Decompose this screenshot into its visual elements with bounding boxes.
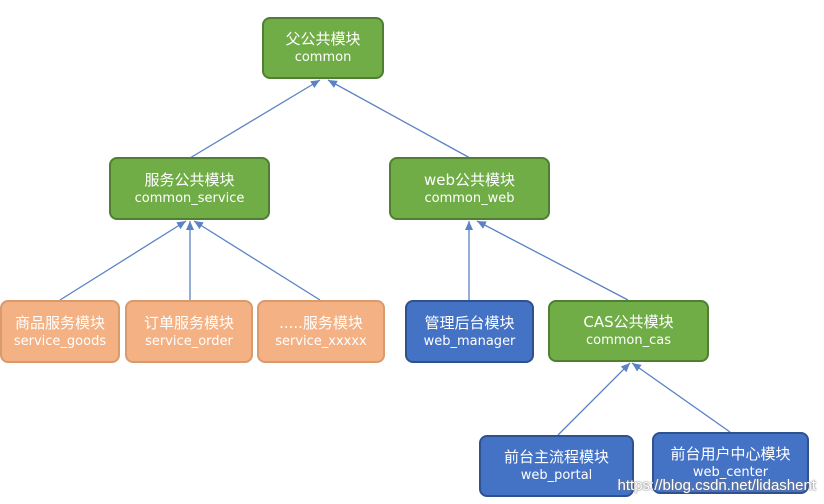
edge-common-web-to-common xyxy=(327,79,471,159)
edge-service-xxxxx-to-common-service xyxy=(193,220,321,301)
node-web-portal-title: 前台主流程模块 xyxy=(503,448,609,466)
node-service-goods-id: service_goods xyxy=(13,333,107,349)
node-common-id: common xyxy=(294,50,352,65)
edge-common-cas-to-common-web xyxy=(476,220,629,301)
node-service-xxxxx-title: .....服务模块 xyxy=(279,313,363,332)
node-common-cas: CAS公共模块 common_cas xyxy=(548,300,709,362)
edge-web-portal-to-common-cas xyxy=(557,362,631,436)
node-service-xxxxx-id: service_xxxxx xyxy=(275,333,367,349)
edge-web-center-to-common-cas xyxy=(631,362,731,433)
node-web-portal: 前台主流程模块 web_portal xyxy=(479,435,634,497)
node-common-title: 父公共模块 xyxy=(285,30,361,48)
node-service-xxxxx: .....服务模块 service_xxxxx xyxy=(257,300,385,363)
node-service-order-id: service_order xyxy=(145,333,233,349)
node-web-center-title: 前台用户中心模块 xyxy=(670,445,791,463)
node-common-cas-id: common_cas xyxy=(585,333,671,348)
node-web-manager: 管理后台模块 web_manager xyxy=(405,300,534,363)
node-common-web-title: web公共模块 xyxy=(423,170,516,189)
edge-common-service-to-common xyxy=(189,79,321,159)
node-web-manager-title: 管理后台模块 xyxy=(424,313,515,332)
node-service-goods: 商品服务模块 service_goods xyxy=(0,300,120,363)
node-service-order: 订单服务模块 service_order xyxy=(125,300,253,363)
node-common-web: web公共模块 common_web xyxy=(389,157,550,220)
node-service-order-title: 订单服务模块 xyxy=(143,313,234,332)
edge-service-goods-to-common-service xyxy=(59,220,187,301)
node-common-cas-title: CAS公共模块 xyxy=(583,313,674,331)
node-web-manager-id: web_manager xyxy=(423,333,516,349)
node-web-center-id: web_center xyxy=(692,465,769,480)
source-watermark: https://blog.csdn.net/lidashent xyxy=(617,477,816,494)
node-common-service: 服务公共模块 common_service xyxy=(109,157,270,220)
node-service-goods-title: 商品服务模块 xyxy=(14,313,105,332)
node-web-center: 前台用户中心模块 web_center xyxy=(652,432,809,494)
node-common-web-id: common_web xyxy=(424,190,515,206)
node-web-portal-id: web_portal xyxy=(520,468,593,483)
node-common: 父公共模块 common xyxy=(262,17,384,79)
node-common-service-id: common_service xyxy=(134,190,245,206)
node-common-service-title: 服务公共模块 xyxy=(144,170,235,189)
